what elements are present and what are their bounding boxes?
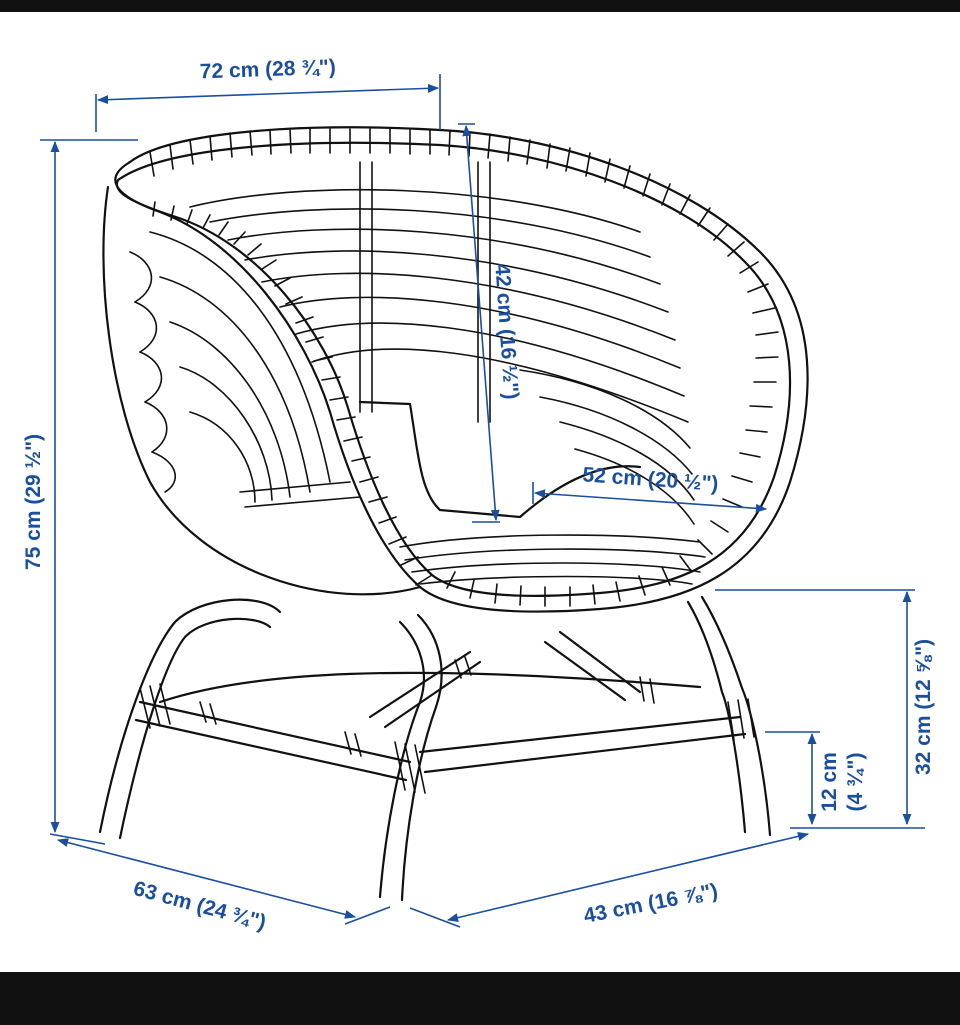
clearance-cm-label: 12 cm <box>818 752 841 812</box>
top-bar <box>0 0 960 12</box>
clearance-in-label: (4 ¾") <box>844 753 867 812</box>
backrest-height-label: 42 cm (16 ½") <box>490 263 522 400</box>
seat-height-label: 32 cm (12 ⅝") <box>912 639 935 775</box>
chair-illustration <box>98 126 809 902</box>
width-label: 72 cm (28 ¾") <box>199 56 336 84</box>
bottom-bar <box>0 972 960 1025</box>
dimension-diagram: 72 cm (28 ¾") 75 cm (29 ½") 42 cm (16 ½"… <box>0 12 960 972</box>
chair-diagram-svg: 72 cm (28 ¾") 75 cm (29 ½") 42 cm (16 ½"… <box>22 56 935 935</box>
depth-label: 63 cm (24 ¾") <box>131 877 268 934</box>
total-height-label: 75 cm (29 ½") <box>22 434 45 570</box>
seat-depth-label: 43 cm (16 ⅞") <box>582 879 720 928</box>
dimension-lines <box>40 74 925 928</box>
seat-width-label: 52 cm (20 ½") <box>582 463 719 495</box>
